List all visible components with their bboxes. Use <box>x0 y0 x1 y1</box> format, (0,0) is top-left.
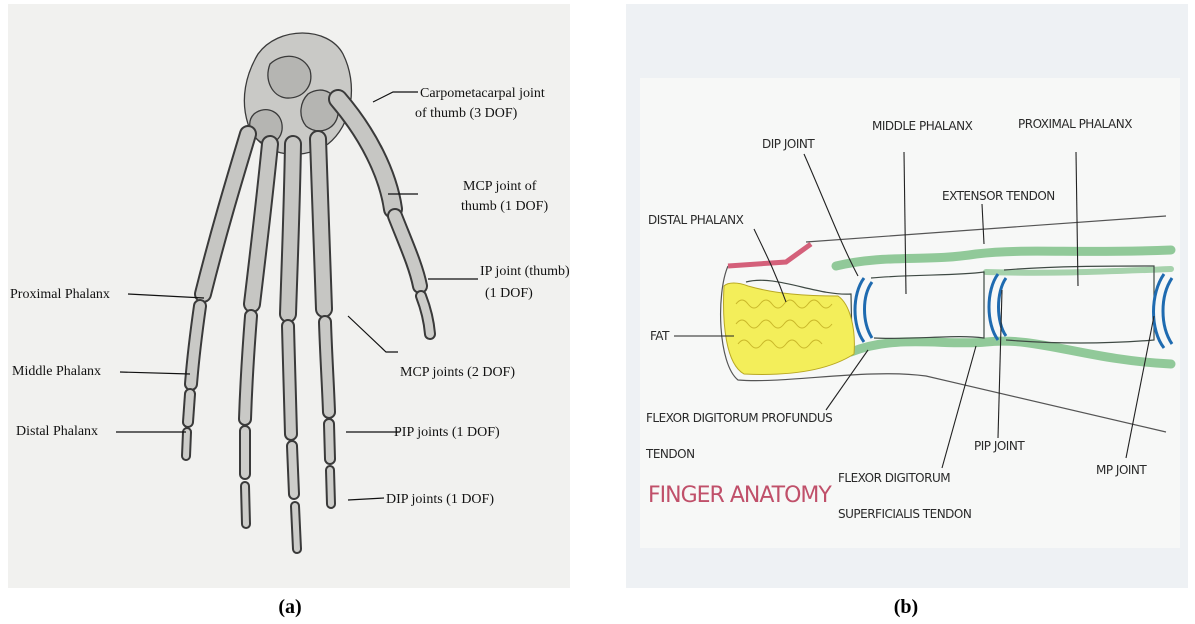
figure-title: FINGER ANATOMY <box>648 483 832 508</box>
label-ip-thumb-line1: IP joint (thumb) <box>480 264 570 279</box>
label-ip-thumb-line2: (1 DOF) <box>485 286 533 301</box>
caption-b: (b) <box>876 596 936 619</box>
label-fdp-line1: FLEXOR DIGITORUM PROFUNDUS <box>646 411 832 425</box>
label-proximal-phalanx: PROXIMAL PHALANX <box>1018 117 1132 131</box>
label-mcp-joints: MCP joints (2 DOF) <box>400 365 515 380</box>
fat-pad <box>724 283 855 374</box>
label-distal-phalanx: Distal Phalanx <box>16 424 98 439</box>
finger-anatomy-panel: DIP JOINT MIDDLE PHALANX PROXIMAL PHALAN… <box>626 4 1188 588</box>
label-cmc-thumb-line2: of thumb (3 DOF) <box>415 106 518 121</box>
label-middle-phalanx: Middle Phalanx <box>12 364 101 379</box>
label-pip-joint: PIP JOINT <box>974 439 1025 453</box>
finger-bones <box>186 99 430 549</box>
hand-skeleton-figure: Carpometacarpal joint of thumb (3 DOF) M… <box>8 4 570 588</box>
label-middle-phalanx: MIDDLE PHALANX <box>872 119 973 133</box>
label-mp-joint: MP JOINT <box>1096 463 1147 477</box>
label-dip-joints: DIP joints (1 DOF) <box>386 492 494 507</box>
label-proximal-phalanx: Proximal Phalanx <box>10 287 110 302</box>
label-fds-line1: FLEXOR DIGITORUM <box>838 471 950 485</box>
label-dip-joint: DIP JOINT <box>762 137 815 151</box>
label-mcp-thumb-line2: thumb (1 DOF) <box>461 199 548 214</box>
label-fdp-line2: TENDON <box>645 447 695 461</box>
label-mcp-thumb-line1: MCP joint of <box>463 179 537 194</box>
label-fat: FAT <box>650 329 670 343</box>
label-cmc-thumb-line1: Carpometacarpal joint <box>420 86 545 101</box>
caption-a: (a) <box>260 596 320 619</box>
label-fds-line2: SUPERFICIALIS TENDON <box>838 507 971 521</box>
hand-skeleton-panel: Carpometacarpal joint of thumb (3 DOF) M… <box>8 4 570 588</box>
label-distal-phalanx: DISTAL PHALANX <box>648 213 744 227</box>
label-extensor-tendon: EXTENSOR TENDON <box>942 189 1055 203</box>
label-pip-joints: PIP joints (1 DOF) <box>394 425 500 440</box>
finger-anatomy-figure: DIP JOINT MIDDLE PHALANX PROXIMAL PHALAN… <box>626 4 1188 588</box>
